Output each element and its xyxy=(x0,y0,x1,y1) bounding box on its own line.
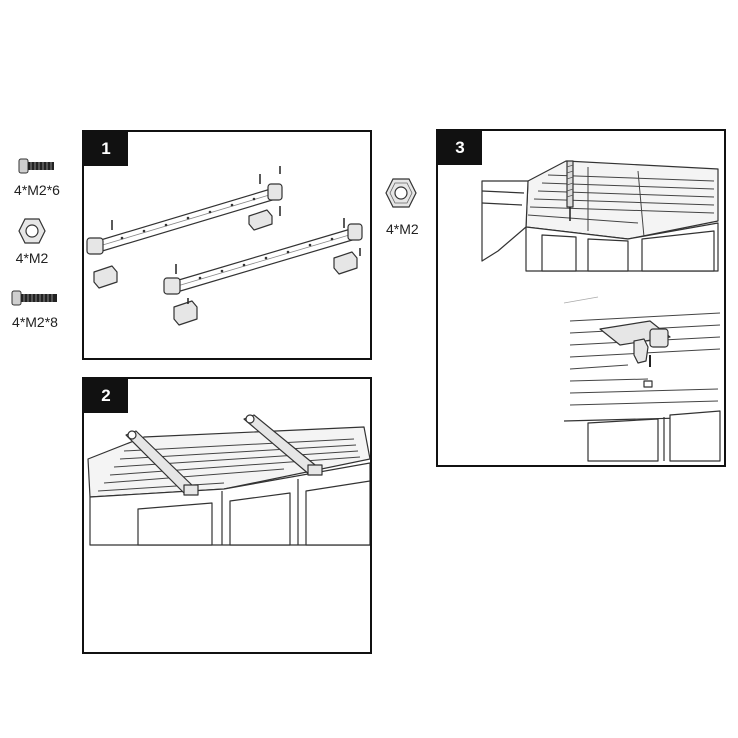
step-number: 3 xyxy=(438,131,482,165)
part-label: 4*M2*8 xyxy=(12,314,58,330)
bolt-m2x8-icon xyxy=(11,290,57,306)
step-number: 2 xyxy=(84,379,128,413)
part-bolt-m2x6: 4*M2*6 xyxy=(4,156,70,198)
step-1-illustration xyxy=(86,166,363,326)
part-bolt-m2x8: 4*M2*8 xyxy=(4,288,66,330)
nut-m2-icon xyxy=(385,178,417,208)
step-3-illustration xyxy=(481,160,721,462)
nut-m2-icon xyxy=(18,218,46,244)
part-label: 4*M2 xyxy=(386,221,419,237)
bolt-m2x6-icon xyxy=(18,158,54,174)
part-nut-m2-second xyxy=(384,177,418,211)
step-number: 1 xyxy=(84,132,128,166)
step-2-illustration xyxy=(87,414,370,546)
part-label: 4*M2*6 xyxy=(14,182,60,198)
step-1-panel: 1 xyxy=(82,130,372,360)
part-label: 4*M2 xyxy=(15,250,49,266)
part-nut-m2: 4*M2 xyxy=(2,218,62,266)
step-2-panel: 2 xyxy=(82,377,372,654)
step-3-panel: 3 xyxy=(436,129,726,467)
